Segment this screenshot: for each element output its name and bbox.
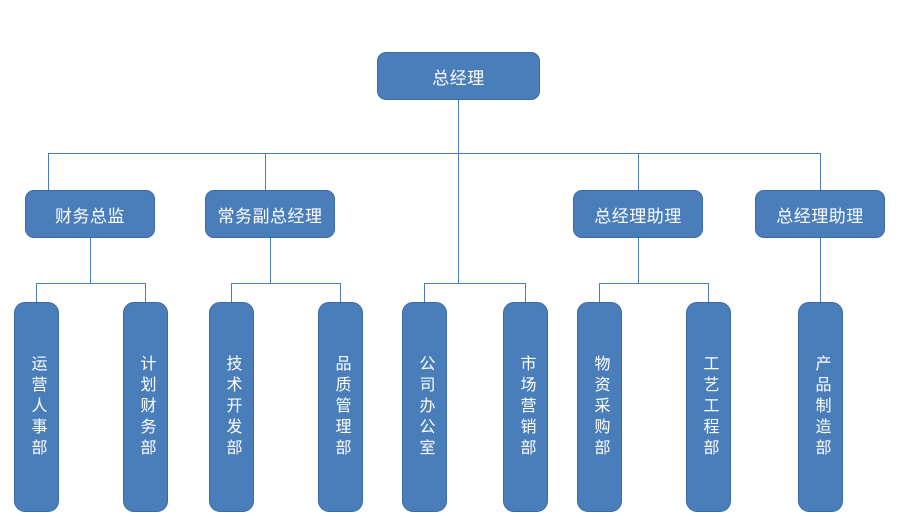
connector-drop-tech-development-dept [231,283,232,303]
connector-drop-quality-management-dept [340,283,341,303]
node-tech-development-dept-label: 技术开发部 [223,354,241,460]
node-quality-management-dept-label: 品质管理部 [332,354,350,460]
connector-drop-materials-procurement-dept [599,283,600,303]
connector-root-stem [458,100,459,154]
node-gm-assistant-2-label: 总经理助理 [776,206,864,226]
node-product-manufacturing-dept-label: 产品制造部 [812,354,830,460]
node-executive-deputy-gm-label: 常务副总经理 [217,206,323,226]
connector-stem-product-manufacturing-dept [820,238,821,303]
connector-bus-group-finance [36,283,145,284]
connector-drop-gm-assistant-2 [820,153,821,190]
connector-drop-marketing-dept [525,283,526,303]
node-finance-director-label: 财务总监 [55,206,125,226]
node-planning-finance-dept[interactable]: 计划财务部 [123,302,168,512]
node-process-engineering-dept-label: 工艺工程部 [700,354,718,460]
node-process-engineering-dept[interactable]: 工艺工程部 [686,302,731,512]
connector-stem-group-finance [90,238,91,284]
node-executive-deputy-gm[interactable]: 常务副总经理 [205,190,335,238]
node-finance-director[interactable]: 财务总监 [25,190,155,238]
node-gm-assistant-1-label: 总经理助理 [594,206,682,226]
node-operations-hr-dept[interactable]: 运营人事部 [14,302,59,512]
connector-drop-finance-director [48,153,49,190]
connector-bus-group-assistant-1 [599,283,708,284]
connector-stem-group-assistant-1 [638,238,639,284]
node-gm-assistant-2[interactable]: 总经理助理 [755,190,885,238]
node-tech-development-dept[interactable]: 技术开发部 [209,302,254,512]
node-quality-management-dept[interactable]: 品质管理部 [318,302,363,512]
connector-drop-process-engineering-dept [708,283,709,303]
connector-level2-bus [48,153,821,154]
node-planning-finance-dept-label: 计划财务部 [137,354,155,460]
node-operations-hr-dept-label: 运营人事部 [28,354,46,460]
connector-drop-operations-hr-dept [36,283,37,303]
node-company-office-label: 公司办公室 [416,354,434,460]
node-marketing-dept-label: 市场营销部 [517,354,535,460]
node-general-manager-label: 总经理 [432,68,485,88]
connector-bus-group-deputy [231,283,340,284]
connector-bus-group-office [424,283,525,284]
node-company-office[interactable]: 公司办公室 [402,302,447,512]
connector-root-direct-stem [458,153,459,284]
connector-drop-executive-deputy-gm [265,153,266,190]
node-marketing-dept[interactable]: 市场营销部 [503,302,548,512]
node-materials-procurement-dept[interactable]: 物资采购部 [577,302,622,512]
node-general-manager[interactable]: 总经理 [377,52,540,100]
node-product-manufacturing-dept[interactable]: 产品制造部 [798,302,843,512]
connector-drop-company-office [424,283,425,303]
node-materials-procurement-dept-label: 物资采购部 [591,354,609,460]
connector-stem-group-deputy [270,238,271,284]
connector-drop-planning-finance-dept [145,283,146,303]
connector-drop-gm-assistant-1 [638,153,639,190]
node-gm-assistant-1[interactable]: 总经理助理 [573,190,703,238]
